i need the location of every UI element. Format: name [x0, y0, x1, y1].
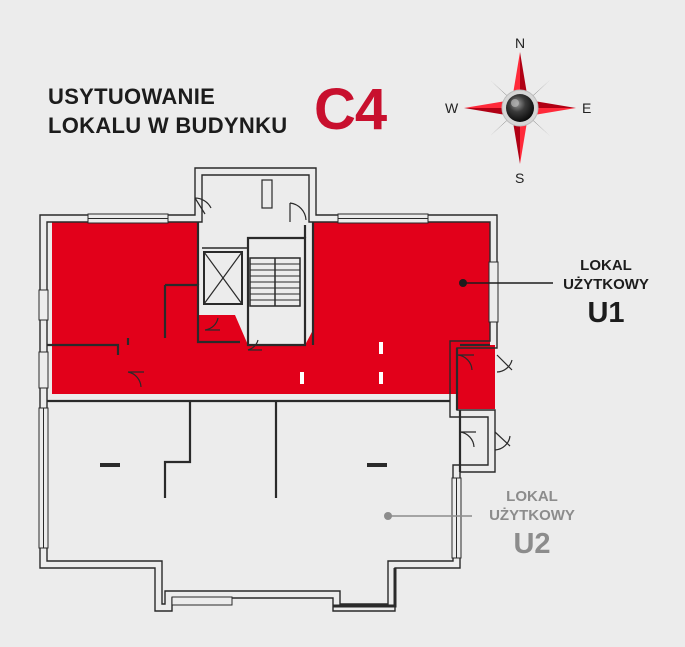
unit-u1-label: LOKAL UŻYTKOWY U1 — [553, 256, 659, 330]
unit-u2-marker — [384, 512, 472, 520]
unit-u1-code: U1 — [587, 297, 625, 329]
staircase — [203, 179, 301, 307]
unit-u1-line1: LOKAL — [580, 257, 632, 274]
compass-north-label: N — [515, 35, 526, 51]
unit-u2-label: LOKAL UŻYTKOWY U2 — [472, 487, 592, 561]
compass-east-label: E — [582, 100, 592, 116]
building-walls — [39, 167, 498, 612]
title-line-1: USYTUOWANIE — [48, 84, 216, 109]
doors — [127, 197, 513, 451]
unit-u2-line2: UŻYTKOWY — [489, 507, 575, 524]
compass-west-label: W — [445, 100, 459, 116]
unit-u1-line2: UŻYTKOWY — [563, 276, 649, 293]
unit-u1-area — [52, 222, 495, 409]
compass-south-label: S — [515, 170, 525, 186]
building-code: C4 — [314, 77, 387, 142]
compass-rose-icon — [464, 52, 576, 164]
title-line-2: LOKALU W BUDYNKU — [48, 113, 288, 138]
unit-u2-code: U2 — [513, 528, 551, 560]
windows — [38, 213, 499, 606]
unit-u2-line1: LOKAL — [506, 488, 558, 505]
unit-u1-marker — [459, 279, 553, 287]
